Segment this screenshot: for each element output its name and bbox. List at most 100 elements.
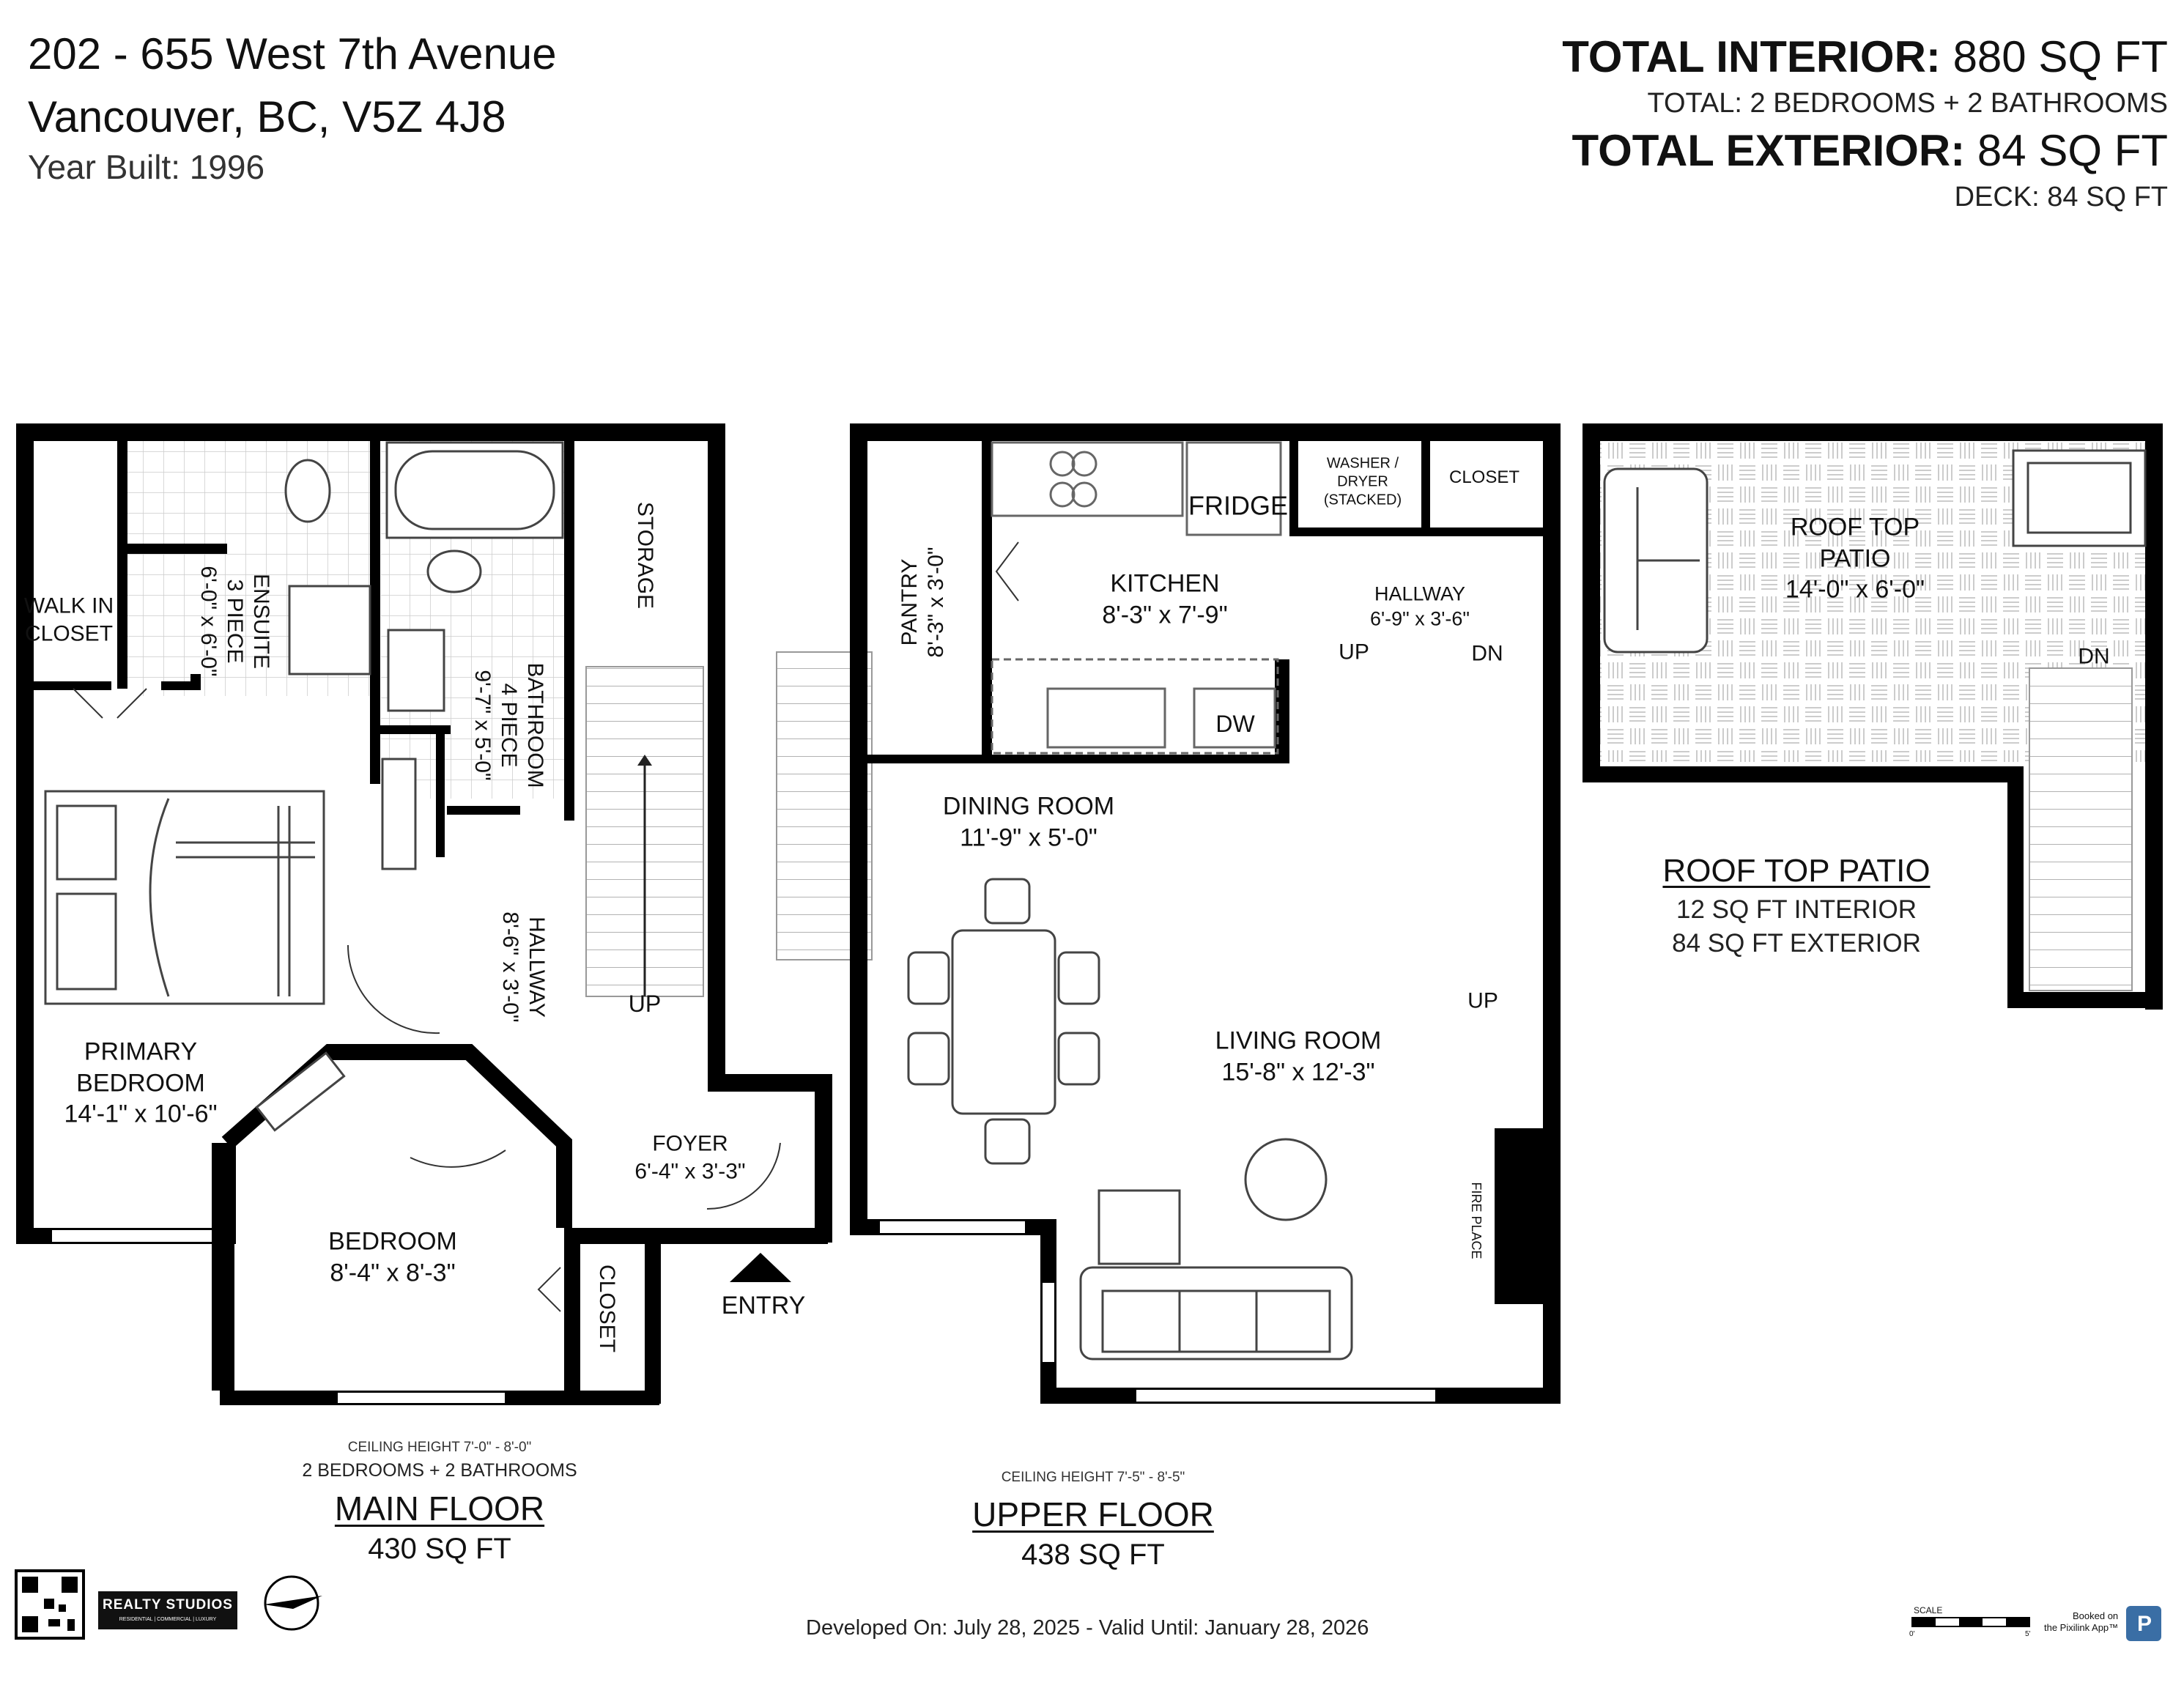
brand-logo: REALTY STUDIOS RESIDENTIAL | COMMERCIAL … [98, 1591, 237, 1629]
desk [255, 1051, 346, 1132]
total-interior-value: 880 SQ FT [1952, 32, 2168, 81]
foyer-name: FOYER [652, 1131, 728, 1156]
upper-ceiling-height: CEILING HEIGHT 7'-5" - 8'-5" [1001, 1470, 1185, 1485]
armchair [1097, 1189, 1181, 1265]
living-room-label: LIVING ROOM 15'-8" x 12'-3" [1215, 1026, 1382, 1088]
dishwasher-label: DW [1215, 711, 1255, 737]
roof-top-plan [1583, 423, 2163, 1010]
north-arrow-icon [264, 1575, 322, 1631]
roof-top-patio-name: ROOF TOP PATIO [1790, 513, 1920, 572]
dresser [381, 758, 417, 870]
pantry-door [995, 541, 1019, 601]
address-line-1: 202 - 655 West 7th Avenue [28, 29, 557, 78]
outdoor-sofa [1603, 467, 1709, 654]
roof-top-patio-dim: 14'-0" x 6'-0" [1785, 575, 1925, 604]
bed [44, 790, 325, 1005]
main-beds-baths: 2 BEDROOMS + 2 BATHROOMS [302, 1460, 577, 1481]
upper-hallway-label: HALLWAY 6'-9" x 3'-6" [1370, 582, 1470, 632]
ensuite-label: ENSUITE 3 PIECE 6'-0" x 6'-0" [196, 566, 273, 677]
main-up-label: UP [628, 991, 662, 1017]
roof-top-name: ROOF TOP PATIO [1662, 853, 1931, 889]
developed-date: Developed On: July 28, 2025 - Valid Unti… [806, 1616, 1369, 1640]
kitchen-label: KITCHEN 8'-3" x 7'-9" [1102, 569, 1227, 631]
main-floor-area: 430 SQ FT [368, 1533, 511, 1565]
living-room-dim: 15'-8" x 12'-3" [1221, 1058, 1375, 1086]
primary-bedroom-dim: 14'-1" x 10'-6" [64, 1100, 218, 1128]
storage-label: STORAGE [633, 501, 657, 610]
entry-label: ENTRY [721, 1291, 806, 1319]
total-exterior: TOTAL EXTERIOR: 84 SQ FT [1572, 129, 2168, 173]
upper-dn-label: DN [1471, 641, 1503, 666]
coffee-table [1244, 1138, 1328, 1221]
upper-floor-name: UPPER FLOOR [972, 1495, 1214, 1533]
brand-tagline: RESIDENTIAL | COMMERCIAL | LUXURY [119, 1617, 217, 1622]
window [51, 1229, 213, 1243]
stairs-arrowhead [637, 755, 652, 766]
upper-floor-plan [776, 423, 1561, 1404]
scale-label: SCALE [1914, 1605, 1943, 1615]
window [1135, 1388, 1437, 1403]
upper-up-2-label: UP [1467, 988, 1498, 1013]
pantry-label: PANTRY 8'-3" x 3'-0" [897, 547, 948, 658]
bedroom-angled-walls [221, 1044, 572, 1228]
bedroom-name: BEDROOM [328, 1227, 457, 1256]
roof-top-exterior: 84 SQ FT EXTERIOR [1672, 929, 1921, 958]
upper-closet-label: CLOSET [1448, 467, 1520, 487]
upper-hallway-dim: 6'-9" x 3'-6" [1369, 607, 1470, 629]
ensuite-toilet [284, 459, 331, 523]
scale-start: 0' [1909, 1630, 1915, 1638]
year-built: Year Built: 1996 [28, 148, 265, 186]
total-interior-label: TOTAL INTERIOR: [1562, 32, 1941, 81]
bathroom-label: BATHROOM 4 PIECE 9'-7" x 5'-0" [470, 662, 547, 788]
deck-area: DECK: 84 SQ FT [1954, 182, 2168, 212]
window [1041, 1281, 1056, 1363]
bedroom-label: BEDROOM 8'-4" x 8'-3" [328, 1226, 457, 1289]
total-exterior-label: TOTAL EXTERIOR: [1572, 126, 1966, 175]
bedroom-dim: 8'-4" x 8'-3" [330, 1259, 456, 1287]
dining-table [907, 878, 1100, 1165]
living-room-name: LIVING ROOM [1215, 1026, 1382, 1055]
pixilink-booked-text: Booked on the Pixilink App™ [2044, 1610, 2119, 1634]
main-floor-plan [16, 423, 832, 1405]
sofa [1079, 1266, 1353, 1361]
bbq [2012, 449, 2147, 547]
scale-bar-icon [1911, 1617, 2030, 1627]
main-floor-name: MAIN FLOOR [334, 1489, 545, 1528]
dining-room-label: DINING ROOM 11'-9" x 5'-0" [943, 791, 1114, 854]
fireplace-label: FIRE PLACE [1468, 1182, 1484, 1259]
upper-floor-summary: CEILING HEIGHT 7'-5" - 8'-5" UPPER FLOOR… [972, 1470, 1214, 1572]
qr-code-icon [15, 1569, 85, 1640]
window [878, 1220, 1026, 1234]
dining-room-dim: 11'-9" x 5'-0" [960, 823, 1097, 851]
main-closet-label: CLOSET [595, 1264, 619, 1353]
sink [387, 629, 445, 712]
bed-bath-total: TOTAL: 2 BEDROOMS + 2 BATHROOMS [1647, 88, 2168, 119]
main-ceiling-height: CEILING HEIGHT 7'-0" - 8'-0" [347, 1440, 532, 1455]
upper-hallway-name: HALLWAY [1374, 582, 1466, 605]
toilet [426, 549, 482, 593]
fridge-label: FRIDGE [1188, 490, 1289, 521]
brand-name: REALTY STUDIOS [103, 1597, 233, 1613]
primary-bedroom-label: PRIMARY BEDROOM 14'-1" x 10'-6" [64, 1036, 217, 1130]
roof-walls [1583, 423, 2163, 1010]
walk-in-closet-label: WALK IN CLOSET [23, 593, 114, 646]
upper-floor-area: 438 SQ FT [1021, 1539, 1165, 1571]
roof-top-interior: 12 SQ FT INTERIOR [1676, 895, 1917, 924]
main-floor-summary: CEILING HEIGHT 7'-0" - 8'-0" 2 BEDROOMS … [302, 1440, 577, 1566]
primary-bedroom-name: PRIMARY BEDROOM [76, 1037, 205, 1097]
window [336, 1391, 506, 1404]
entry-arrow-icon [730, 1253, 791, 1282]
foyer-label: FOYER 6'-4" x 3'-3" [634, 1130, 745, 1185]
total-exterior-value: 84 SQ FT [1977, 126, 2168, 175]
address-line-2: Vancouver, BC, V5Z 4J8 [28, 92, 506, 141]
ensuite-sink [288, 585, 371, 675]
scale-end: 5' [2025, 1630, 2031, 1638]
hallway-label: HALLWAY 8'-6" x 3'-0" [498, 911, 549, 1023]
kitchen-name: KITCHEN [1110, 569, 1220, 598]
foyer-dim: 6'-4" x 3'-3" [634, 1159, 746, 1183]
door-swings [73, 688, 781, 1312]
roof-top-patio-label: ROOF TOP PATIO 14'-0" x 6'-0" [1785, 511, 1925, 605]
kitchen-counters [991, 441, 1282, 755]
roof-top-summary: ROOF TOP PATIO 12 SQ FT INTERIOR 84 SQ F… [1662, 853, 1930, 958]
